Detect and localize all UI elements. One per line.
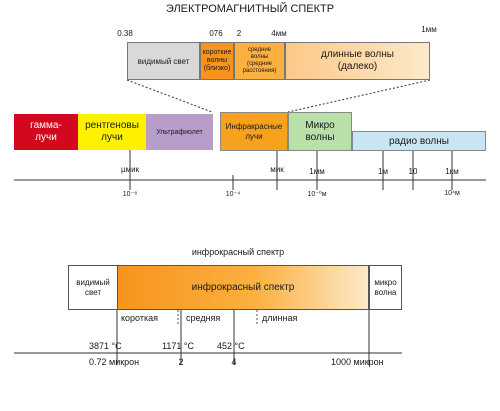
- zoom-cell-medium: средние волны (средние расстояния): [234, 42, 285, 80]
- axis-label-1km: 1км: [445, 167, 459, 176]
- zoom-cell-long-label: длинные волны (далеко): [321, 49, 394, 72]
- ir-scale-1000: 1000 микрон: [331, 357, 384, 367]
- ir-cell-visible-label: видимый свет: [76, 277, 110, 297]
- zoom-label-4mm: 4мм: [271, 29, 287, 38]
- ir-cell-microwave-label: микро волна: [374, 277, 397, 297]
- zoom-cell-long: длинные волны (далеко): [285, 42, 430, 80]
- axis-label-1mm: 1мм: [309, 167, 325, 176]
- diagram-title: ЭЛЕКТРОМАГНИТНЫЙ СПЕКТР: [165, 3, 335, 15]
- zoom-cell-visible-label: видимый свет: [137, 56, 190, 66]
- power-label-4: 10⁴м: [444, 190, 460, 197]
- zoom-cell-short: короткие волны (близко): [200, 42, 234, 80]
- ir-cell-microwave: микро волна: [369, 265, 402, 310]
- band-xray-label: рентгеновы лучи: [85, 120, 139, 143]
- ir-temp-2: 1171 °C: [162, 341, 194, 351]
- ir-axis-ticks: [116, 310, 370, 365]
- zoom-label-1mm: 1мм: [421, 25, 437, 34]
- ir-cell-main: инфрокрасный спектр: [117, 265, 369, 310]
- ir-temp-3: 452 °C: [217, 341, 245, 351]
- ir-sub-long: длинная: [262, 313, 298, 323]
- band-gamma-label: гамма- лучи: [30, 120, 62, 143]
- zoom-cell-visible: видимый свет: [127, 42, 200, 80]
- zoom-label-076: 076: [209, 29, 223, 38]
- zoom-label-2: 2: [236, 29, 242, 38]
- band-xray: рентгеновы лучи: [78, 114, 146, 150]
- ir-scale-4: 4: [231, 357, 237, 367]
- axis-label-10: 10: [408, 167, 418, 176]
- band-microwave-label: Микро волны: [305, 119, 335, 143]
- band-uv: Ультрафиолет: [146, 114, 213, 150]
- zoom-cell-short-label: короткие волны (близко): [202, 49, 232, 72]
- band-radio-label: радио волны: [389, 135, 449, 147]
- spectrum-axis-ticks: [129, 150, 453, 190]
- axis-label-mik: мик: [270, 165, 284, 174]
- axis-label-mkm: µмик: [120, 165, 140, 174]
- band-gamma: гамма- лучи: [14, 114, 78, 150]
- zoom-cell-medium-label: средние волны (средние расстояния): [242, 47, 277, 74]
- ir-scale-2: 2: [178, 357, 184, 367]
- zoom-connector-right: [287, 79, 431, 113]
- band-radio: радио волны: [352, 131, 486, 151]
- zoom-label-038: 0.38: [117, 29, 133, 38]
- ir-cell-main-label: инфрокрасный спектр: [191, 282, 295, 293]
- ir-sub-short: короткая: [121, 313, 158, 323]
- axis-label-1m: 1м: [378, 167, 388, 176]
- ir-temp-1: 3871 °C: [89, 341, 122, 351]
- power-label-2: 10⁻⁴: [225, 191, 241, 198]
- band-uv-label: Ультрафиолет: [156, 128, 203, 136]
- band-infrared-label: Инфракрасные лучи: [225, 121, 283, 141]
- band-microwave: Микро волны: [288, 112, 352, 151]
- band-infrared: Инфракрасные лучи: [220, 112, 288, 151]
- power-label-1: 10⁻⁸: [122, 191, 138, 198]
- ir-cell-visible: видимый свет: [68, 265, 118, 310]
- ir-sub-medium: средняя: [186, 313, 221, 323]
- power-label-3: 10⁻⁰м: [307, 191, 327, 198]
- zoom-connector-left: [126, 79, 213, 113]
- ir-spectrum-title: инфрокрасный спектр: [191, 247, 285, 257]
- ir-scale-072: 0.72 микрон: [89, 357, 140, 367]
